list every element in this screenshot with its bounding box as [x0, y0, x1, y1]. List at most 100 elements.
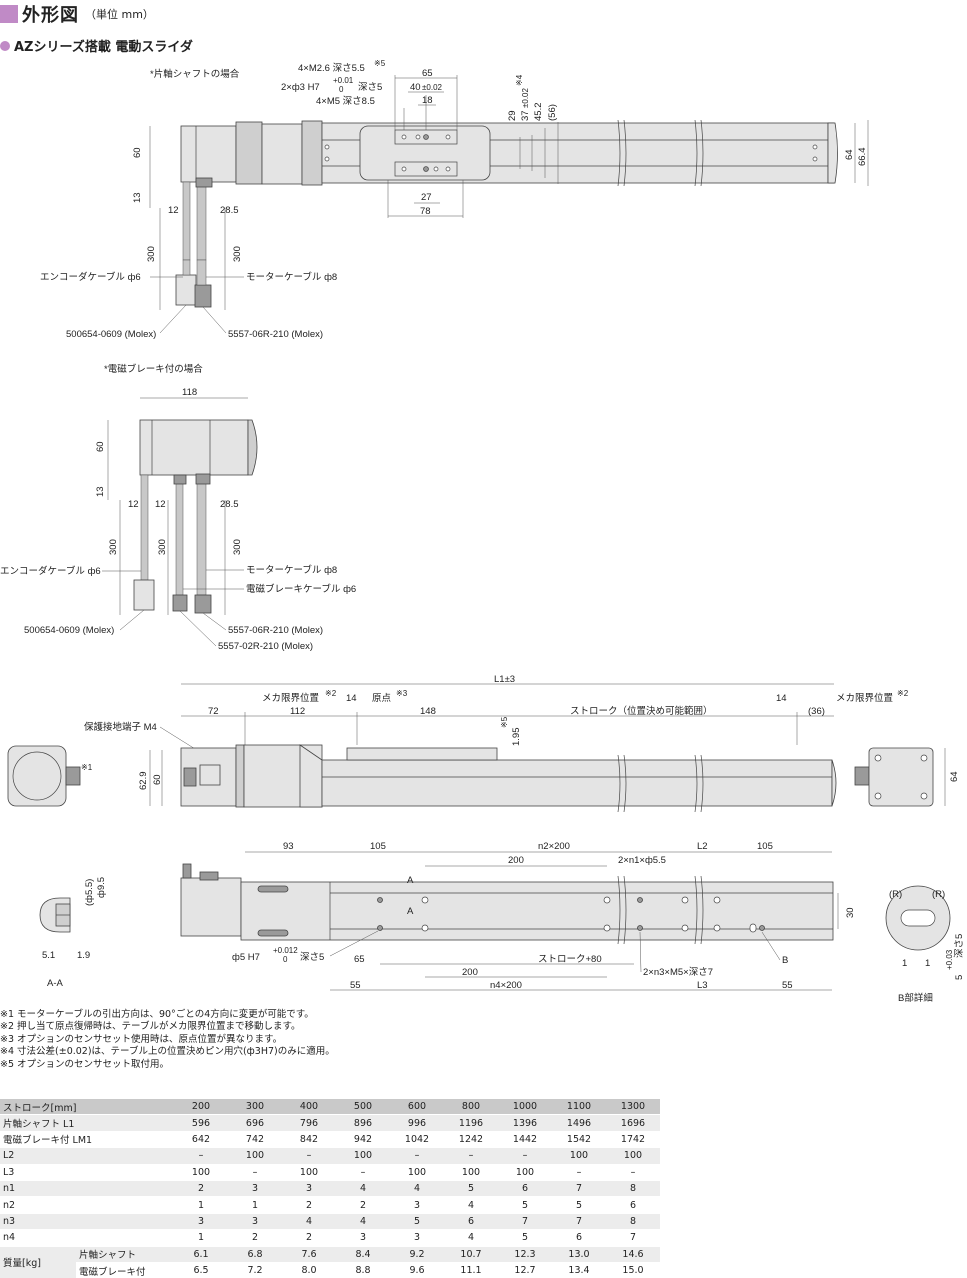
section-a-a-label: A-A [47, 978, 64, 989]
motor-body [180, 125, 237, 183]
dim-27: 27 [421, 192, 432, 203]
table-cell: 100 [174, 1163, 228, 1181]
table-cell: 4 [336, 1212, 390, 1230]
stroke-600: 600 [390, 1097, 444, 1115]
dim-200a: 200 [508, 855, 524, 866]
brake-brake-connector-label: 5557-02R-210 (Molex) [218, 641, 313, 652]
dim-28-5: 28.5 [220, 205, 239, 216]
dim-300a: 300 [146, 246, 157, 262]
row-label: 片軸シャフト L1 [0, 1114, 174, 1132]
row-label: n4 [0, 1229, 174, 1247]
table-cell: 11.1 [444, 1261, 498, 1278]
table-cell: – [552, 1163, 606, 1181]
dim-12a: 12 [128, 499, 139, 510]
table-cell: 1742 [606, 1130, 660, 1148]
table-cell: 13.0 [552, 1245, 606, 1263]
end-block [301, 120, 323, 186]
table-cell: 8 [606, 1179, 660, 1197]
bullet-dot-icon [0, 40, 10, 51]
stroke-400: 400 [282, 1097, 336, 1115]
origin-label: 原点 [372, 693, 392, 704]
table-cell: 1 [228, 1196, 282, 1214]
table-cell: 100 [606, 1147, 660, 1165]
brake-motor-body [139, 419, 249, 476]
table-cell: 10.7 [444, 1245, 498, 1263]
bottom-motor [180, 877, 242, 937]
table-cell: 5 [498, 1196, 552, 1214]
table-cell: 6 [606, 1196, 660, 1214]
bottom-pin-tol-up: +0.012 [273, 946, 298, 955]
table-cell: 7.2 [228, 1261, 282, 1278]
dim-72: 72 [208, 706, 219, 717]
table-cell: 6.5 [174, 1261, 228, 1278]
dim-65-bottom: 65 [354, 954, 365, 965]
note-1: ※1 モーターケーブルの引出方向は、90°ごとの4方向に変更が可能です。 [0, 1009, 314, 1020]
origin-note: ※3 [396, 689, 408, 698]
stroke-1100: 1100 [552, 1097, 606, 1115]
dim-60-side: 60 [152, 774, 163, 785]
dim-105b: 105 [757, 841, 773, 852]
encoder-connector-label: 500654-0609 (Molex) [66, 329, 156, 340]
encoder-cable-label: エンコーダケーブル ф6 [40, 271, 141, 283]
stroke-300: 300 [228, 1097, 282, 1115]
table-cell: 6 [552, 1229, 606, 1247]
dim-30: 30 [845, 907, 856, 918]
table-cell: 2 [282, 1229, 336, 1247]
table-cell: 7 [498, 1212, 552, 1230]
end-cap [827, 122, 838, 184]
dim-1-9: 1.9 [77, 950, 90, 961]
table-cell: – [606, 1163, 660, 1181]
table-cell: 3 [228, 1179, 282, 1197]
dim-66-4: 66.4 [857, 148, 868, 167]
encoder-cable [182, 181, 191, 261]
mech-limit-right-note: ※2 [897, 689, 909, 698]
hole-m26-label: 4×M2.6 深さ5.5 [298, 63, 365, 74]
table-cell: 696 [228, 1114, 282, 1132]
dim-29: 29 [507, 110, 518, 121]
table-cell: 5 [552, 1196, 606, 1214]
table-cell: – [444, 1147, 498, 1165]
table-cell: 842 [282, 1130, 336, 1148]
hole-pin-label: 2×ф3 H7 [281, 82, 320, 93]
dim-13-brake: 13 [95, 486, 106, 497]
mech-limit-left-label: メカ限界位置 [262, 692, 319, 704]
stroke-500: 500 [336, 1097, 390, 1115]
motor-cable-label: モーターケーブル ф8 [246, 271, 337, 283]
detail-b-depth: 深さ5 [954, 934, 965, 958]
motor-connector [194, 284, 212, 308]
ground-terminal-label: 保護接地端子 M4 [84, 721, 157, 733]
table-cell: 1242 [444, 1130, 498, 1148]
dim-14b: 14 [776, 693, 787, 704]
dim-37-tol: ±0.02 [521, 87, 530, 108]
table-cell: – [228, 1163, 282, 1181]
dim-55a: 55 [350, 980, 361, 991]
encoder-connector [175, 274, 197, 306]
table-cell: 9.2 [390, 1245, 444, 1263]
table-cell: 596 [174, 1114, 228, 1132]
dim-55b: 55 [782, 980, 793, 991]
dim-40: 40 [410, 82, 421, 93]
spec-table: ストローク[mm] 200 300 400 500 600 800 1000 1… [0, 1097, 660, 1278]
bottom-pin-label: ф5 H7 [232, 952, 260, 963]
table-cell: 4 [282, 1212, 336, 1230]
mech-limit-left-note: ※2 [325, 689, 337, 698]
brake-encoder-connector-label: 500654-0609 (Molex) [24, 625, 114, 636]
table-cell: 1042 [390, 1130, 444, 1148]
table-cell: 642 [174, 1130, 228, 1148]
brake-brake-label: 電磁ブレーキケーブル ф6 [246, 583, 356, 595]
table-cell: 12.3 [498, 1245, 552, 1263]
hole-m26-note: ※5 [374, 59, 386, 68]
table-cell: 3 [174, 1212, 228, 1230]
notes: ※1 モーターケーブルの引出方向は、90°ごとの4方向に変更が可能です。 ※2 … [0, 1009, 335, 1071]
end-view-right [868, 747, 934, 807]
section-b-marker: B [782, 955, 788, 966]
table-cell: 3 [336, 1229, 390, 1247]
dim-62-9: 62.9 [138, 772, 149, 791]
